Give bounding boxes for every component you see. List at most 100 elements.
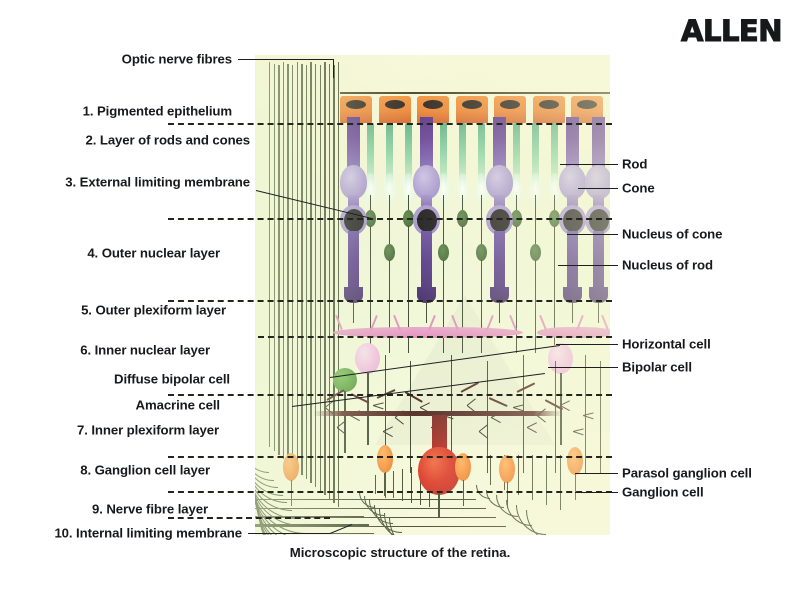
cone-inner-segment <box>585 165 610 199</box>
parasol-ganglion-cell-soma <box>418 447 460 495</box>
sep-outer-plexiform-bot <box>258 336 612 338</box>
optic-nerve-fibre-curve <box>258 507 338 535</box>
cone-inner-segment <box>340 165 367 199</box>
ganglion-axon <box>402 469 404 501</box>
leader-ganglion-cell <box>575 492 618 494</box>
rod-outer-segment <box>459 123 466 195</box>
ganglion-axon-tail <box>255 524 369 526</box>
ganglion-axon-tail <box>255 526 506 528</box>
parasol-axon <box>438 493 440 517</box>
sep-external-limiting <box>168 218 612 220</box>
cone-axon <box>494 231 505 291</box>
pigmented-epithelium-layer <box>340 92 610 123</box>
leader-parasol-ganglion-cell <box>575 473 618 475</box>
label-nucleus-of-rod: Nucleus of rod <box>622 257 713 273</box>
cone-nucleus <box>489 208 510 232</box>
leader-horizontal-cell <box>556 344 618 346</box>
optic-nerve-fibre <box>319 65 321 491</box>
optic-nerve-fibre <box>324 62 326 495</box>
label-horizontal-cell: Horizontal cell <box>622 336 711 352</box>
dendrite-branch <box>572 431 584 436</box>
ganglion-cell <box>377 445 393 473</box>
ganglion-axon <box>490 455 492 485</box>
pigment-epithelial-cell <box>378 96 411 123</box>
leader-internal-limiting-membrane <box>248 533 330 535</box>
epithelial-nucleus <box>500 100 520 109</box>
rod-nucleus <box>438 244 449 261</box>
cone-neck <box>348 195 359 211</box>
cone-outer-segment <box>493 117 506 169</box>
horizontal-cell <box>537 327 610 338</box>
label-cone: Cone <box>622 180 655 196</box>
rod-outer-segment <box>532 123 539 195</box>
cone-terminal-fibre <box>571 301 574 323</box>
cone-outer-segment <box>420 117 433 169</box>
epithelial-nucleus <box>538 100 559 109</box>
cone-outer-segment <box>592 117 605 169</box>
rod-inner-segment-glow <box>382 173 397 207</box>
rod-nucleus <box>530 244 541 261</box>
rod-inner-segment-glow <box>528 173 543 207</box>
cone-neck <box>593 195 604 211</box>
bipolar-cell <box>548 343 573 374</box>
ganglion-axon <box>375 475 377 494</box>
amacrine-cell <box>333 368 357 392</box>
rod-fibre <box>553 195 556 210</box>
cone-axon <box>593 231 604 291</box>
cone-neck <box>494 195 505 211</box>
parasol-apical-stem <box>432 415 447 455</box>
optic-nerve-fibre <box>278 65 280 455</box>
leader-nucleus-of-cone <box>567 234 618 236</box>
optic-nerve-fibre <box>305 65 308 479</box>
label-ganglion-cell-layer: 8. Ganglion cell layer <box>80 462 210 478</box>
optic-nerve-fibre <box>310 62 312 483</box>
rod-fibre <box>553 226 556 353</box>
interneuron-process <box>487 361 489 473</box>
rod-fibre <box>515 195 518 210</box>
horizontal-cell <box>333 327 523 338</box>
epithelial-nucleus <box>346 100 366 109</box>
label-outer-plexiform-layer: 5. Outer plexiform layer <box>81 302 226 318</box>
ganglion-cell-axon <box>290 480 292 506</box>
rod-outer-segment <box>367 123 374 195</box>
epithelium-basal-line <box>340 92 610 94</box>
label-layer-of-rods-and-cones: 2. Layer of rods and cones <box>85 132 251 148</box>
ganglion-axon-tail <box>255 499 476 501</box>
optic-nerve-fibre <box>328 63 331 499</box>
label-external-limiting-membrane: 3. External limiting membrane <box>65 174 250 190</box>
pigment-epithelial-cell <box>455 96 488 123</box>
rod-fibre <box>461 226 464 353</box>
cone-inner-segment <box>413 165 440 199</box>
ganglion-axon <box>420 465 422 505</box>
rod-fibre <box>407 226 410 353</box>
ganglion-axon-tail <box>255 517 496 519</box>
label-ganglion-cell: Ganglion cell <box>622 484 704 500</box>
ganglion-cell <box>567 447 583 475</box>
rod-outer-segment <box>551 123 558 195</box>
label-amacrine-cell: Amacrine cell <box>135 397 221 413</box>
epithelial-nucleus <box>423 100 443 109</box>
ganglion-axon <box>411 467 413 503</box>
cone-terminal-fibre <box>425 301 428 323</box>
interneuron-process <box>555 361 557 473</box>
optic-nerve-fibre <box>287 63 289 463</box>
pigment-epithelial-cell <box>532 96 565 123</box>
cone-axon <box>421 231 432 291</box>
cone-outer-segment <box>347 117 360 169</box>
cone-axon <box>348 231 359 291</box>
ganglion-cell <box>455 453 471 481</box>
epithelial-nucleus <box>384 100 405 109</box>
ganglion-cell-axon <box>462 480 464 506</box>
rod-fibre <box>369 195 372 210</box>
leader-optic-nerve-fibres <box>238 59 333 61</box>
dendrite-branch <box>349 415 360 422</box>
label-nerve-fibre-layer: 9. Nerve fibre layer <box>91 501 208 517</box>
cone-pedicle <box>490 287 509 303</box>
bipolar-cell-axon <box>367 373 369 445</box>
rod-inner-segment-glow <box>474 173 489 207</box>
epithelial-nucleus <box>461 100 482 109</box>
optic-nerve-fibre <box>338 62 340 507</box>
rod-fibre <box>407 195 410 210</box>
label-bipolar-cell: Bipolar cell <box>622 359 692 375</box>
